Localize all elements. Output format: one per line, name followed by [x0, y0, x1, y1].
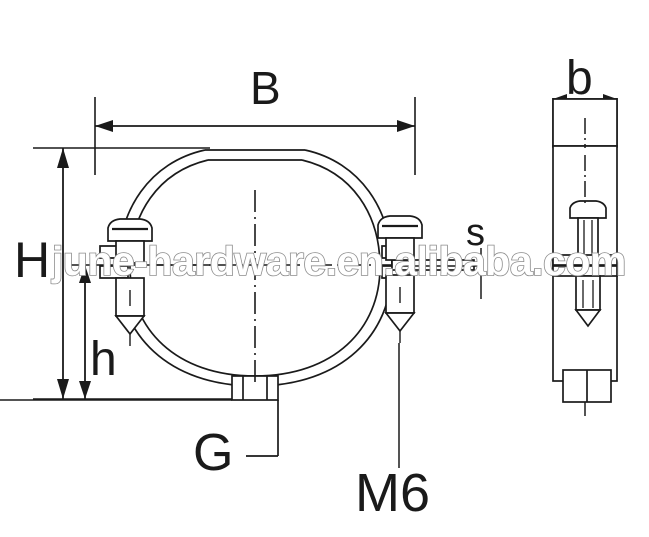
dimension-line-b: [95, 120, 415, 132]
arrowhead-h-bottom: [57, 379, 69, 399]
leader-line-s: [400, 248, 482, 299]
side-plate-lower: [552, 265, 618, 277]
front-view: B H h: [0, 62, 485, 523]
dimension-label-h-small: h: [90, 333, 117, 386]
dimension-line-h: [57, 148, 69, 399]
side-split-plate: [552, 254, 618, 277]
screw-left-neck: [115, 240, 145, 264]
dimension-label-m6: M6: [355, 463, 430, 523]
dimension-label-b: B: [250, 62, 281, 114]
side-bolt: [569, 200, 607, 259]
band-split-plate: [391, 259, 475, 271]
lug-left-lower: [99, 265, 129, 279]
side-bolt-head: [569, 200, 607, 219]
arrowhead-h-small-bottom: [79, 381, 91, 399]
dimension-label-g: G: [193, 424, 233, 482]
side-view: b: [552, 52, 618, 418]
dimension-label-h: H: [14, 232, 50, 288]
screw-right-tip: [384, 312, 416, 333]
arrowhead-h-small-top: [79, 265, 91, 283]
side-bolt-shank: [577, 217, 599, 259]
side-plate-upper: [552, 254, 618, 266]
leader-line-g: [246, 400, 279, 457]
dimension-label-b-side: b: [566, 52, 593, 105]
arrowhead-b-left: [95, 120, 113, 132]
side-hex-boss: [562, 369, 612, 403]
split-plate-right: [391, 259, 475, 271]
arrowhead-h-top: [57, 148, 69, 168]
clamp-screw-right: [377, 215, 423, 343]
screw-right-neck: [385, 237, 415, 261]
dimension-line-h-small: [79, 265, 91, 399]
screw-left-tip: [114, 315, 146, 336]
arrowhead-b-right: [397, 120, 415, 132]
side-bolt-lower: [574, 275, 602, 328]
side-bolt-lower-tip: [574, 309, 602, 328]
side-bolt-lower-shank: [575, 275, 601, 311]
clamp-screw-left: [107, 218, 153, 346]
dimension-label-s: s: [466, 212, 485, 254]
